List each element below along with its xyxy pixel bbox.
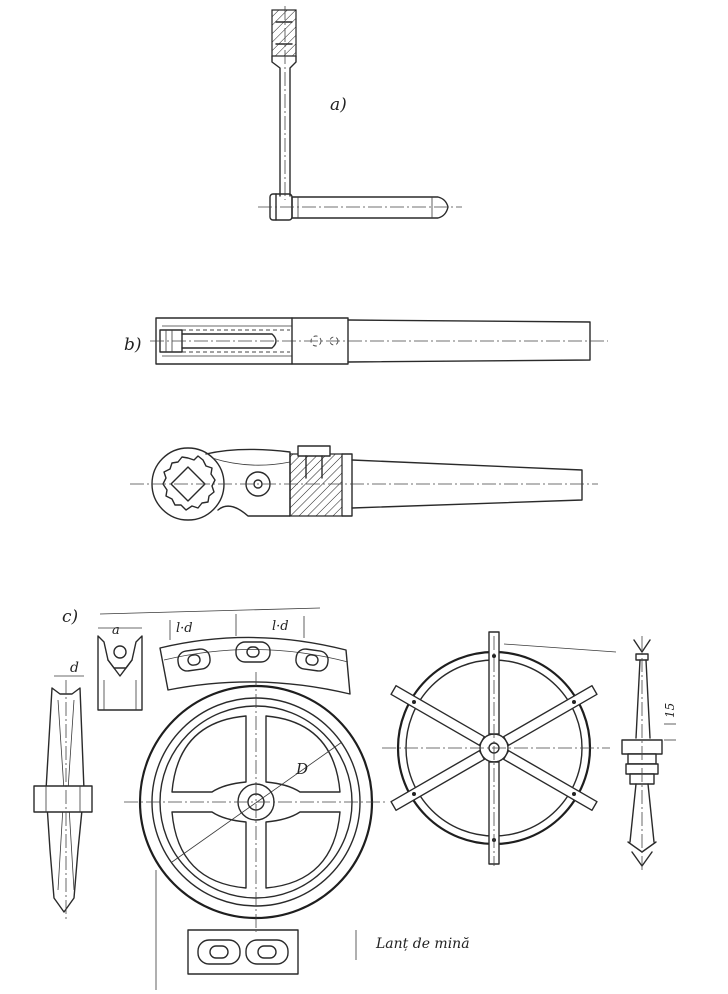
figure-c-chain-wheels: c) a l·d l·d	[33, 607, 677, 990]
chain-wheel-hub	[33, 785, 93, 813]
chain-link	[245, 939, 289, 965]
dim-ld-label-2: l·d	[272, 619, 289, 634]
wrench-head-body	[155, 317, 349, 365]
figure-b-wrench-top-view: b)	[124, 317, 608, 365]
wrench-handle-side	[351, 459, 583, 509]
wrench-link-arm	[205, 448, 291, 517]
wheel-window	[171, 811, 247, 889]
dim-D-label: D	[295, 760, 308, 778]
crank-socket-head	[271, 9, 297, 57]
label-b: b)	[124, 335, 142, 355]
label-c: c)	[62, 607, 78, 627]
wheel-window	[265, 715, 341, 793]
chain-link	[197, 939, 241, 965]
label-a: a)	[330, 95, 347, 115]
chain-wheel-front-view: D	[124, 672, 388, 932]
hand-wheel-front-view	[382, 631, 617, 866]
chain-block	[187, 929, 299, 975]
dim-15-label: 15	[663, 703, 677, 718]
tooth-profile-detail: a	[97, 623, 143, 711]
hand-wheel-side-view: 15	[621, 636, 677, 872]
caption-mine-chain: Lanț de mină	[375, 936, 470, 952]
chain-wheel-side-section: d	[33, 660, 93, 920]
chain-link	[177, 648, 211, 672]
chain-on-sprocket-detail: l·d l·d	[99, 607, 351, 695]
crank-arm	[271, 55, 297, 197]
figure-a-crank-handle: a)	[258, 6, 462, 221]
wheel-window	[171, 715, 247, 793]
wheel-window	[265, 811, 341, 889]
dim-d-label: d	[70, 660, 79, 676]
dim-a-label: a	[112, 623, 120, 638]
wrench-screw-cap	[297, 445, 331, 457]
mine-chain-detail: Lanț de mină	[155, 870, 470, 990]
dim-ld-label-1: l·d	[176, 621, 193, 636]
ratchet-toothed-wheel	[162, 455, 216, 511]
chain-link	[235, 641, 271, 663]
wrench-hatched-section	[289, 453, 343, 517]
chain-link	[295, 648, 329, 672]
square-drive	[170, 466, 206, 502]
figure-b-wrench-side-view	[130, 445, 598, 521]
crank-grip	[291, 196, 449, 219]
